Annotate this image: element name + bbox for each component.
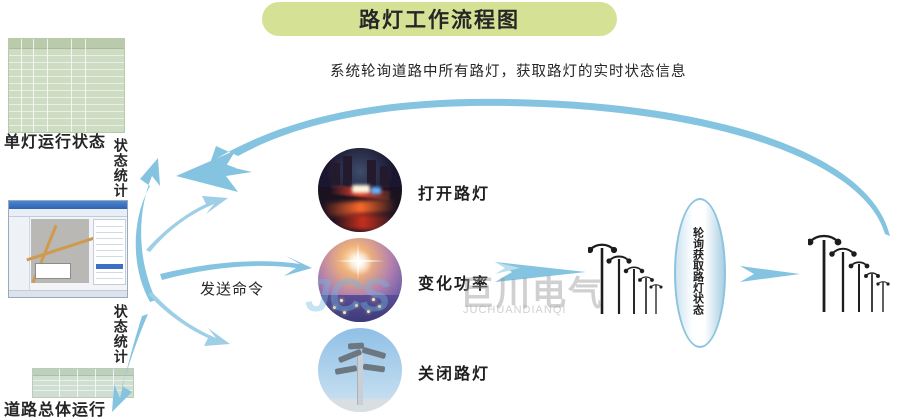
window-menubar: [9, 209, 127, 217]
street-lamp-row-left: [588, 243, 663, 314]
branch-arrow-lower: [148, 292, 230, 346]
street-lamp-row-right: [808, 234, 890, 312]
map-panel-selected-row: [96, 264, 123, 269]
map-side-toolbar: [9, 217, 30, 290]
change-power-photo: [318, 238, 402, 322]
poll-arrow-right: [740, 266, 800, 282]
table-header-band: [33, 369, 133, 376]
execute-arrow-tail: [495, 262, 520, 274]
table-header-band: [9, 39, 124, 49]
feedback-arrowhead: [176, 150, 252, 192]
status-down-arrow: [112, 314, 148, 412]
action-label-turn-on: 打开路灯: [418, 184, 491, 203]
branch-arrow-upper: [146, 196, 228, 252]
window-statusbar: [9, 290, 127, 297]
map-attribute-panel: [93, 219, 126, 285]
status-up-arrow: [135, 158, 160, 302]
send-command-label: 发送命令: [200, 280, 265, 298]
window-titlebar: [9, 201, 127, 209]
poll-status-oval: [674, 198, 726, 348]
road-overall-status-table-image: [32, 368, 134, 398]
execute-arrow: [495, 262, 586, 282]
page-title: 路灯工作流程图: [359, 8, 520, 32]
title-pill: [262, 2, 617, 36]
poll-feedback-arrow: [205, 98, 890, 236]
map-tooltip-box: [35, 263, 71, 279]
action-label-change-power: 变化功率: [418, 274, 491, 293]
send-command-arrow: [160, 256, 312, 280]
action-label-turn-off: 关闭路灯: [418, 364, 491, 383]
map-application-screenshot: [8, 200, 128, 298]
single-lamp-status-caption: 单灯运行状态: [4, 132, 107, 151]
turn-off-lamp-photo: [318, 328, 402, 412]
status-statistics-label-lower: 状态统计: [111, 304, 128, 364]
road-overall-status-caption: 道路总体运行: [4, 400, 107, 419]
map-canvas: [26, 219, 98, 284]
turn-on-lamp-photo: [318, 148, 402, 232]
poll-status-oval-text: 轮询获取路灯状态: [691, 227, 705, 315]
status-statistics-label-upper: 状态统计: [111, 138, 128, 198]
single-lamp-status-table-image: [8, 38, 125, 133]
subtitle-text: 系统轮询道路中所有路灯，获取路灯的实时状态信息: [330, 64, 687, 80]
poll-status-oval-text-wrap: 轮询获取路灯状态: [674, 198, 722, 344]
